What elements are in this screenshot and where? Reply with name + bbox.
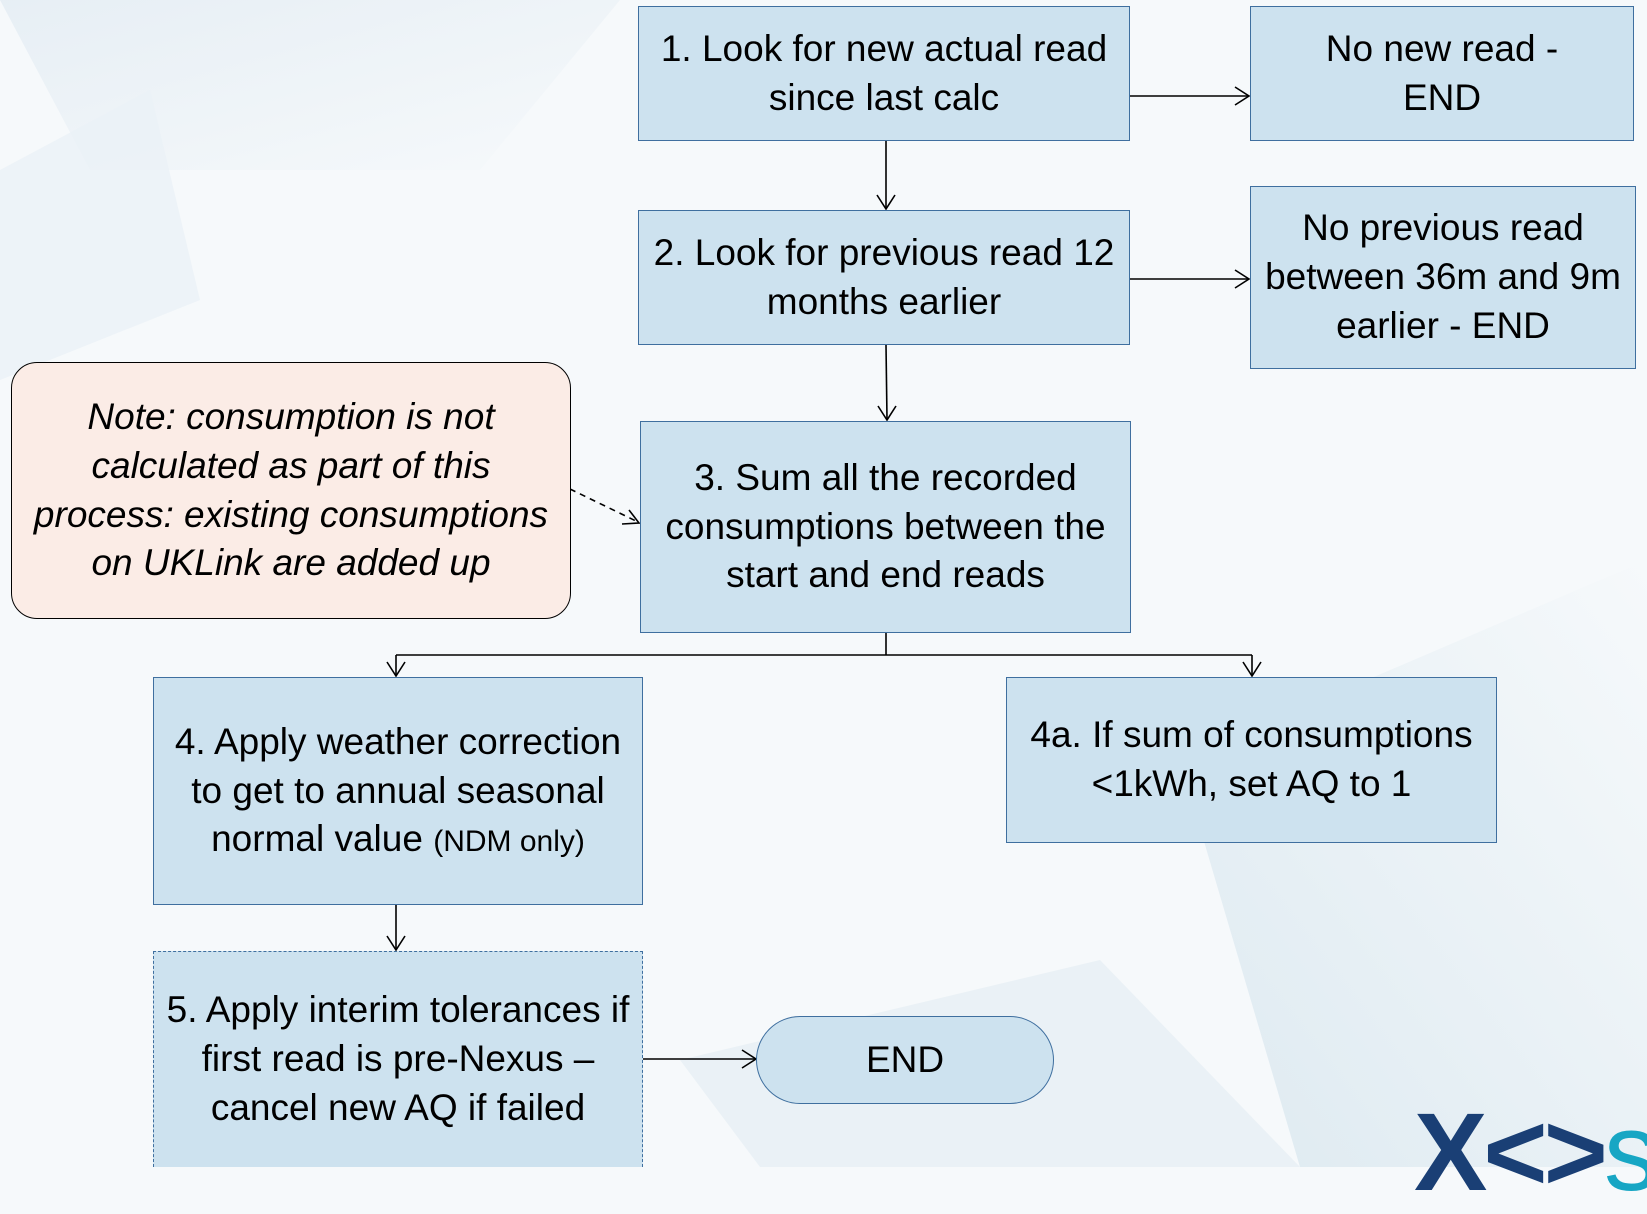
step2-text: 2. Look for previous read 12 months earl… <box>653 231 1115 322</box>
logo-mark: X<> <box>1414 1091 1608 1214</box>
step1-text: 1. Look for new actual read since last c… <box>660 27 1108 118</box>
note-callout: Note: consumption is not calculated as p… <box>11 362 571 619</box>
end-terminator: END <box>756 1016 1054 1104</box>
step4a-box: 4a. If sum of consumptions <1kWh, set AQ… <box>1006 677 1497 843</box>
no-new-read-text: No new read - END <box>1325 27 1559 118</box>
step4-content: 4. Apply weather correction to get to an… <box>164 718 632 864</box>
step4-box: 4. Apply weather correction to get to an… <box>153 677 643 905</box>
no-previous-read-box: No previous read between 36m and 9m earl… <box>1250 186 1636 369</box>
step4-text: 4. Apply weather correction to get to an… <box>174 720 622 860</box>
step1-box: 1. Look for new actual read since last c… <box>638 6 1130 141</box>
step5-box: 5. Apply interim tolerances if first rea… <box>153 951 643 1167</box>
step3-box: 3. Sum all the recorded consumptions bet… <box>640 421 1131 633</box>
xoserve-logo: X<>se <box>1414 1098 1647 1208</box>
no-new-read-box: No new read - END <box>1250 6 1634 141</box>
step4a-text: 4a. If sum of consumptions <1kWh, set AQ… <box>1030 714 1473 804</box>
logo-wordmark: se <box>1603 1091 1647 1214</box>
step4-suffix: (NDM only) <box>433 825 585 859</box>
step3-text: 3. Sum all the recorded consumptions bet… <box>665 456 1106 596</box>
no-previous-read-text: No previous read between 36m and 9m earl… <box>1265 207 1621 346</box>
note-text: Note: consumption is not calculated as p… <box>33 395 549 584</box>
step2-box: 2. Look for previous read 12 months earl… <box>638 210 1130 345</box>
end-text: END <box>865 1038 945 1080</box>
step5-text: 5. Apply interim tolerances if first rea… <box>166 989 630 1128</box>
